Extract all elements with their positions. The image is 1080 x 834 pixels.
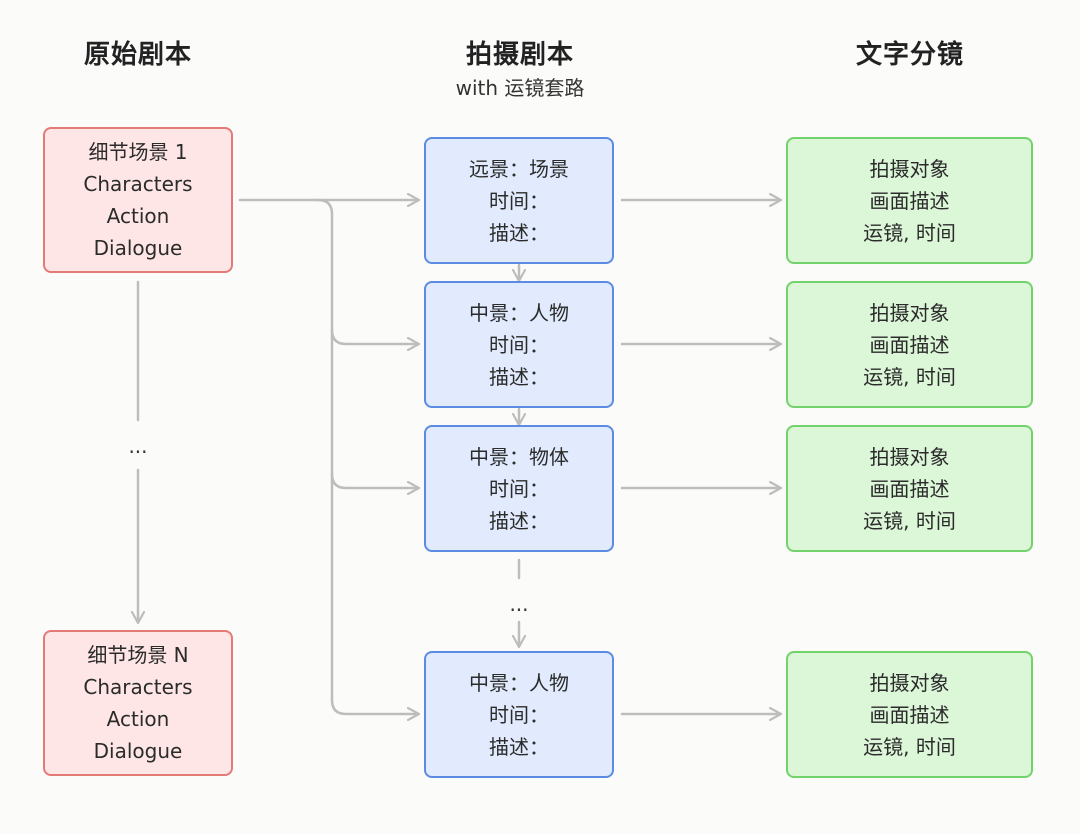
node-line: Action [106, 204, 170, 228]
node-line: 运镜, 时间 [863, 220, 956, 245]
node-line: 时间： [489, 476, 549, 501]
node-line: Characters [83, 675, 193, 699]
script-ellipsis: ... [128, 434, 148, 458]
node-storyboard-3: 拍摄对象 画面描述 运镜, 时间 [786, 425, 1033, 552]
node-line: 中景：物体 [469, 444, 569, 469]
node-line: 拍摄对象 [869, 300, 950, 325]
node-line: 运镜, 时间 [863, 364, 956, 389]
node-shot-2: 中景：人物 时间： 描述： [424, 281, 614, 408]
node-shot-4: 中景：人物 时间： 描述： [424, 651, 614, 778]
node-line: 画面描述 [869, 702, 950, 727]
column-title-shooting-script: 拍摄剧本 [465, 40, 574, 70]
node-line: Dialogue [93, 739, 183, 763]
node-line: 时间： [489, 702, 549, 727]
node-line: Dialogue [93, 236, 183, 260]
shot-ellipsis: ... [509, 592, 529, 616]
node-scene-n: 细节场景 N Characters Action Dialogue [43, 630, 233, 776]
column-title-storyboard: 文字分镜 [855, 40, 964, 70]
node-line: 画面描述 [869, 476, 950, 501]
node-line: 细节场景 N [87, 643, 189, 667]
node-line: 描述： [489, 220, 549, 245]
node-line: 中景：人物 [469, 300, 569, 325]
node-scene-1: 细节场景 1 Characters Action Dialogue [43, 127, 233, 273]
column-subtitle-shooting-script: with 运镜套路 [455, 76, 585, 100]
edge-scene1-shot3 [330, 472, 418, 488]
node-line: 画面描述 [869, 332, 950, 357]
node-line: 拍摄对象 [869, 670, 950, 695]
node-line: 时间： [489, 188, 549, 213]
node-storyboard-4: 拍摄对象 画面描述 运镜, 时间 [786, 651, 1033, 778]
node-shot-3: 中景：物体 时间： 描述： [424, 425, 614, 552]
node-line: 运镜, 时间 [863, 734, 956, 759]
node-line: 细节场景 1 [88, 140, 188, 164]
node-storyboard-1: 拍摄对象 画面描述 运镜, 时间 [786, 137, 1033, 264]
node-line: 描述： [489, 734, 549, 759]
node-line: 中景：人物 [469, 670, 569, 695]
node-storyboard-2: 拍摄对象 画面描述 运镜, 时间 [786, 281, 1033, 408]
node-line: 远景：场景 [469, 156, 569, 181]
node-line: Action [106, 707, 170, 731]
edge-scene1-trunk [316, 198, 418, 714]
node-line: 拍摄对象 [869, 444, 950, 469]
node-line: 时间： [489, 332, 549, 357]
edge-scene1-shot2 [330, 328, 418, 344]
node-line: 运镜, 时间 [863, 508, 956, 533]
node-line: 描述： [489, 364, 549, 389]
node-line: Characters [83, 172, 193, 196]
node-line: 拍摄对象 [869, 156, 950, 181]
column-title-original-script: 原始剧本 [83, 40, 192, 70]
node-line: 描述： [489, 508, 549, 533]
node-shot-1: 远景：场景 时间： 描述： [424, 137, 614, 264]
node-line: 画面描述 [869, 188, 950, 213]
